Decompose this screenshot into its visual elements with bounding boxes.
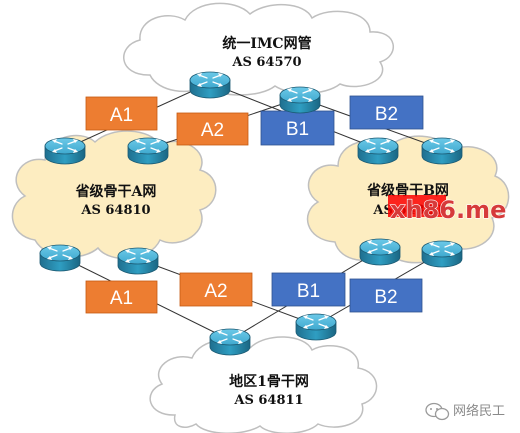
router-icon [117,247,159,275]
cloud-name: 统一IMC网管 [222,35,311,52]
imc-cloud [123,2,395,96]
router-icon [39,244,81,272]
label-b2: B2 [374,287,397,308]
label-b2: B2 [375,104,398,125]
as-number: AS 64570 [231,55,301,70]
link-label-a2-bottom: A2 [179,272,253,307]
label-b1: B1 [297,281,320,302]
router-icon [421,137,463,165]
router-icon [127,137,169,165]
wechat-icon [425,402,450,421]
cloud-name: 省级骨干A网 [75,183,157,200]
router-icon [209,328,251,356]
router-icon [421,240,463,268]
link-label-a2-top: A2 [176,112,249,146]
as-number: AS 64810 [80,203,150,218]
watermark: xh86.me [388,195,507,225]
cloud-name: 省级骨干B网 [366,182,449,199]
label-a2: A2 [204,281,227,302]
imc-cloud-title: 统一IMC网管 AS 64570 [222,35,311,70]
router-icon [359,238,401,266]
link-label-a1-top: A1 [85,96,158,131]
router-icon [357,137,399,165]
top-connection-labels: A1 A2 B1 B2 [85,95,424,146]
link-label-b1-bottom: B1 [271,272,346,307]
link-label-b1-top: B1 [260,110,335,146]
router-icon [189,71,231,99]
router-icon [44,137,86,165]
region-cloud-title: 地区1骨干网 AS 64811 [229,373,309,408]
account-name: 网络民工 [453,403,505,419]
label-a1: A1 [110,105,133,126]
router-icon [295,313,337,341]
watermark-text: xh86.me [390,196,506,224]
cloud-name: 地区1骨干网 [229,373,309,390]
footer-brand: 网络民工 [425,402,505,421]
link-label-b2-bottom: B2 [349,278,423,313]
province-a-cloud-title: 省级骨干A网 AS 64810 [75,183,157,218]
link-label-b2-top: B2 [349,95,424,130]
label-a2: A2 [201,120,224,141]
router-icon [279,86,321,114]
label-b1: B1 [286,119,309,140]
bottom-connection-labels: A1 A2 B1 B2 [85,272,423,314]
label-a1: A1 [110,288,133,309]
link-label-a1-bottom: A1 [85,280,158,314]
region-cloud [149,336,378,433]
as-number: AS 64811 [233,393,303,408]
